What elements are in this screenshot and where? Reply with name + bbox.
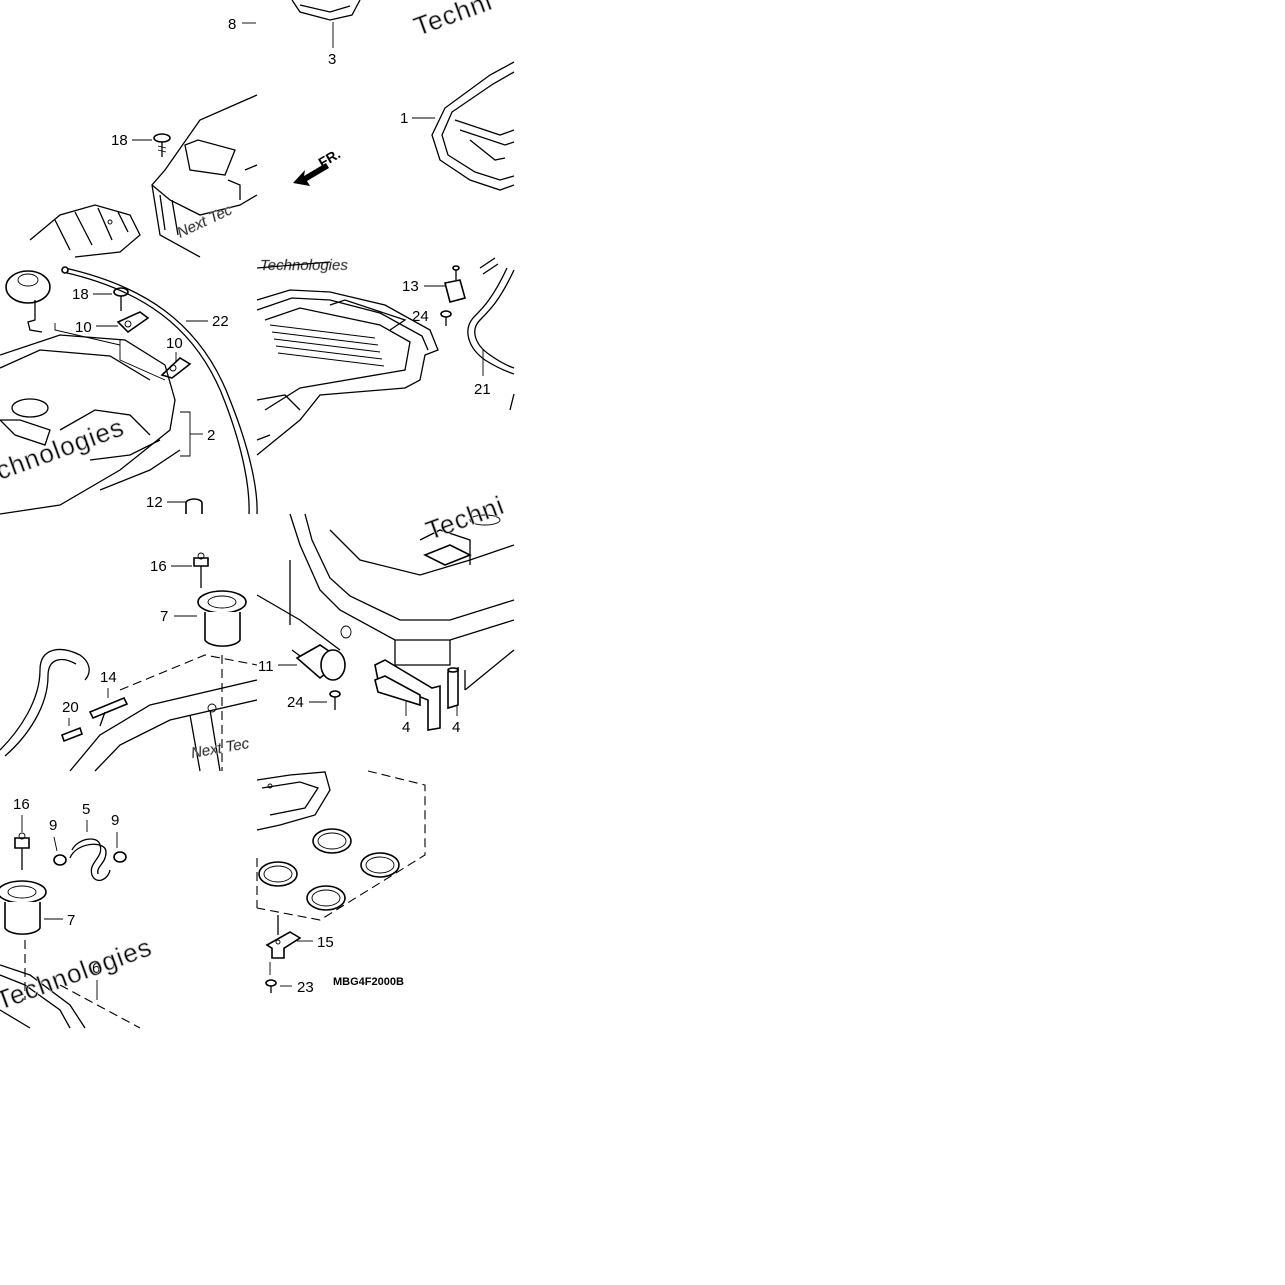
tile-top-left: 8 18 Next Tec: [29, 16, 258, 258]
tile-bottom-left: 16 9 5 9 7 6: [0, 796, 156, 1029]
callout-1: 1: [400, 110, 408, 127]
callout-4: 4: [452, 719, 460, 736]
callout-7: 7: [67, 912, 75, 929]
bolt-icon: [329, 690, 341, 710]
tile-top-middle: 3 1 FR. Techni: [291, 0, 515, 191]
bolt-icon: [265, 979, 277, 993]
callout-2: 2: [207, 427, 215, 444]
connector-boot-icon: [29, 204, 141, 258]
callout-12: 12: [146, 494, 163, 511]
screw-icon: [113, 287, 129, 311]
tile-mid-left: 18 10 10 22: [0, 266, 258, 515]
callout-16: 16: [13, 796, 30, 813]
callout-24: 24: [287, 694, 304, 711]
hose-21-icon: [467, 257, 515, 375]
diaphragm-valve-icon: [5, 270, 51, 333]
callout-10: 10: [75, 319, 92, 336]
air-cleaner-case-icon: [0, 334, 181, 515]
hose-5-icon: [69, 838, 111, 882]
clamp-icon: [113, 851, 127, 863]
watermark-text: chnologies: [0, 412, 128, 486]
callout-23: 23: [297, 979, 314, 996]
sensor-15-icon: [265, 915, 302, 959]
bolt-icon: [440, 310, 452, 326]
bolt-icon: [14, 832, 30, 870]
callout-6: 6: [92, 960, 100, 977]
sensor-13-icon: [444, 265, 466, 303]
callout-9: 9: [111, 812, 119, 829]
callout-4: 4: [402, 719, 410, 736]
front-arrow-icon: FR.: [293, 145, 343, 186]
tile-bottom-middle: 15 23 MBG4F2000B: [256, 770, 426, 996]
callout-14: 14: [100, 669, 117, 686]
o-rings-icon: [258, 828, 400, 911]
tile-lower-left: 16 7 14 20: [0, 552, 258, 772]
grommet-7-icon: [197, 590, 247, 647]
tile-mid-middle: Technologies 13 24: [256, 257, 515, 456]
callout-9: 9: [49, 817, 57, 834]
callout-5: 5: [82, 801, 90, 818]
callout-21: 21: [474, 381, 491, 398]
callout-7: 7: [160, 608, 168, 625]
watermark-text: Next Tec: [190, 735, 251, 762]
callout-3: 3: [328, 51, 336, 68]
screw-icon: [153, 133, 171, 157]
lower-case-body-icon: [256, 513, 515, 666]
watermark-text: Technologies: [260, 257, 348, 274]
callout-22: 22: [212, 313, 229, 330]
callout-8: 8: [228, 16, 236, 33]
part-code-label: MBG4F2000B: [333, 976, 404, 988]
drain-hose-icon: [374, 659, 459, 731]
callout-13: 13: [402, 278, 419, 295]
callout-10: 10: [166, 335, 183, 352]
watermark-text: Techni: [422, 490, 509, 546]
air-cleaner-housing-icon: [151, 94, 258, 258]
callout-15: 15: [317, 934, 334, 951]
element-frame-icon: [256, 289, 439, 456]
watermark-text: Technologies: [0, 931, 156, 1015]
clamp-icon: [53, 854, 67, 866]
air-filter-element-icon: [431, 61, 515, 191]
callout-24: 24: [412, 308, 429, 325]
grommet-7-icon: [0, 880, 47, 935]
bolt-icon: [193, 552, 209, 588]
callout-11: 11: [258, 658, 274, 675]
callout-16: 16: [150, 558, 167, 575]
tile-lower-middle: Techni 11 24 4 4: [256, 489, 515, 736]
clip-icon: [116, 311, 150, 334]
drain-plug-icon: [291, 644, 346, 681]
callout-18: 18: [72, 286, 89, 303]
hose-22-icon: [61, 266, 258, 515]
watermark-text: Techni: [410, 0, 497, 42]
callout-20: 20: [62, 699, 79, 716]
tee-fitting-icon: [88, 696, 129, 727]
hose-20-loop-icon: [0, 648, 90, 757]
lower-case-icon: [69, 654, 258, 772]
lower-case-edge-icon: [0, 964, 141, 1029]
callout-18: 18: [111, 132, 128, 149]
